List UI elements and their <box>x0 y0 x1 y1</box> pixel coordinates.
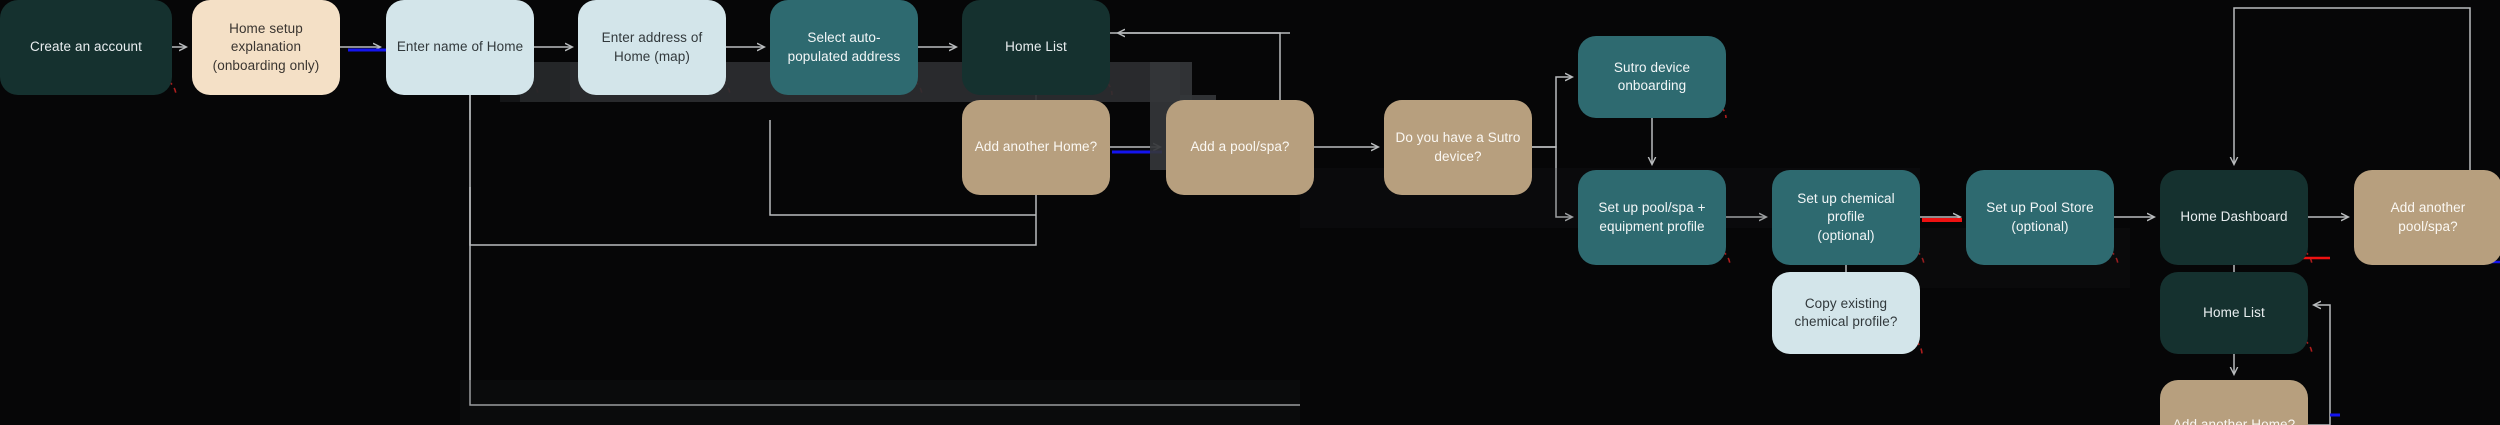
node-create-account[interactable]: Create an account <box>0 0 172 95</box>
node-label: Set up pool/spa + equipment profile <box>1598 200 1706 234</box>
node-enter-address-of-home[interactable]: Enter address of Home (map) <box>578 0 726 95</box>
node-home-list-bottom[interactable]: Home List <box>2160 272 2308 354</box>
node-label: Home Dashboard <box>2180 209 2288 225</box>
node-setup-pool-store[interactable]: Set up Pool Store (optional) <box>1966 170 2114 265</box>
node-home-dashboard[interactable]: Home Dashboard <box>2160 170 2308 265</box>
node-label: Enter name of Home <box>396 39 524 55</box>
node-label: Create an account <box>29 39 143 55</box>
node-have-sutro-device[interactable]: Do you have a Sutro device? <box>1384 100 1532 195</box>
node-label: Add a pool/spa? <box>1190 139 1290 155</box>
node-add-another-home-2[interactable]: Add another Home? <box>2160 380 2308 425</box>
node-add-a-pool-spa[interactable]: Add a pool/spa? <box>1166 100 1314 195</box>
node-add-another-home[interactable]: Add another Home? <box>962 100 1110 195</box>
node-copy-chemical-profile[interactable]: Copy existing chemical profile? <box>1772 272 1920 354</box>
node-label: Select auto-populated address <box>787 30 901 64</box>
node-label: Sutro device onboarding <box>1613 59 1691 93</box>
node-label: Add another pool/spa? <box>2390 200 2466 234</box>
node-label: Do you have a Sutro device? <box>1395 130 1521 164</box>
node-label: Enter address of Home (map) <box>601 30 703 64</box>
node-label: Add another Home? <box>2172 416 2296 425</box>
node-label: Set up Pool Store (optional) <box>1986 200 2094 234</box>
node-sutro-device-onboarding[interactable]: Sutro device onboarding <box>1578 36 1726 118</box>
node-label: Home List <box>2203 304 2265 320</box>
node-label: Set up chemical profile (optional) <box>1797 191 1895 243</box>
node-label: Add another Home? <box>974 139 1098 155</box>
node-home-list-top[interactable]: Home List <box>962 0 1110 95</box>
node-label: Home setup explanation (onboarding only) <box>212 21 320 73</box>
node-label: Home List <box>1005 39 1067 55</box>
node-home-setup-explanation[interactable]: Home setup explanation (onboarding only) <box>192 0 340 95</box>
node-setup-chemical-profile[interactable]: Set up chemical profile (optional) <box>1772 170 1920 265</box>
node-setup-pool-equipment[interactable]: Set up pool/spa + equipment profile <box>1578 170 1726 265</box>
node-add-another-pool-spa[interactable]: Add another pool/spa? <box>2354 170 2500 265</box>
node-label: Copy existing chemical profile? <box>1794 295 1898 329</box>
overlay-panel-bottomstrip <box>460 380 1300 425</box>
node-enter-name-of-home[interactable]: Enter name of Home <box>386 0 534 95</box>
node-select-auto-address[interactable]: Select auto-populated address <box>770 0 918 95</box>
